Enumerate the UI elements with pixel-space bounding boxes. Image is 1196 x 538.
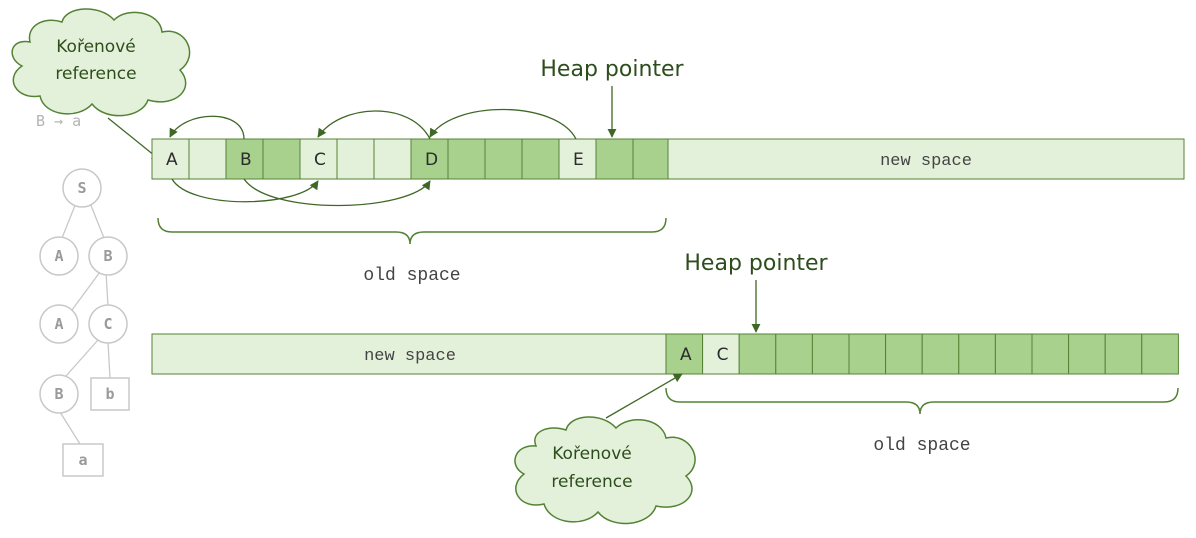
top-old-space-label: old space <box>363 266 460 286</box>
grammar-tree: B → a S A B A C B b a <box>36 112 130 477</box>
tree-node-label: A <box>54 247 63 265</box>
tree-node-label: S <box>77 179 86 197</box>
cloud-text-line: reference <box>55 64 136 84</box>
top-heap-cell <box>262 138 301 180</box>
top-heap-cell-label: B <box>240 150 252 170</box>
root-reference-cloud-top: Kořenové reference <box>11 8 191 117</box>
top-heap-cell-label: D <box>425 150 438 170</box>
cloud-text-line: Kořenové <box>552 444 631 464</box>
bottom-new-space-region <box>151 333 669 375</box>
tree-node-label: C <box>103 315 112 333</box>
top-reference-arcs <box>169 108 577 207</box>
tree-node-circle <box>39 304 79 344</box>
arc-b-to-d <box>243 178 431 207</box>
top-heap-cell <box>558 138 597 180</box>
bottom-heap-cell <box>665 333 704 375</box>
cloud-text-line: Kořenové <box>56 37 135 57</box>
top-heap-cell <box>632 138 671 180</box>
top-heap-cell <box>521 138 560 180</box>
tree-node-label: a <box>78 451 87 469</box>
bottom-new-space-label: new space <box>364 347 456 366</box>
bottom-heap-cell <box>1068 333 1106 375</box>
top-heap-cell-label: E <box>573 150 584 170</box>
top-heap-cell <box>373 138 412 180</box>
root-pointer-arrow-bottom <box>605 373 683 419</box>
tree-node-label: A <box>54 315 63 333</box>
arc-b-to-a <box>169 115 245 140</box>
bottom-heap-cell <box>994 333 1033 375</box>
bottom-heap-cell <box>1141 333 1179 375</box>
top-heap-cells: A B C D E <box>151 138 671 180</box>
arc-a-to-c <box>171 178 319 203</box>
top-heap-cell <box>188 138 227 180</box>
top-heap-cell <box>595 138 634 180</box>
bottom-heap-cell <box>775 333 813 375</box>
tree-rule-text: B → a <box>36 112 81 130</box>
tree-leaf-box <box>90 377 130 411</box>
bottom-heap-cell-label: C <box>717 345 729 365</box>
bottom-heap-cell <box>811 333 850 375</box>
top-heap-cell <box>336 138 375 180</box>
bottom-heap-cell <box>1104 333 1143 375</box>
top-heap-cell <box>299 138 338 180</box>
arc-d-to-c <box>317 110 431 140</box>
tree-node-circle <box>39 374 79 414</box>
tree-node-circle <box>62 168 102 208</box>
bottom-heap-cell <box>1031 333 1070 375</box>
bottom-heap-cell-label: A <box>680 345 692 365</box>
tree-node-circle <box>39 236 79 276</box>
bottom-heap-cell <box>921 333 960 375</box>
top-heap-cell <box>151 138 190 180</box>
bottom-heap-cell <box>848 333 887 375</box>
top-heap-pointer-label: Heap pointer <box>540 57 684 82</box>
top-heap-cell <box>225 138 264 180</box>
bottom-old-space-brace <box>665 387 1179 415</box>
bottom-old-space-label: old space <box>873 436 970 456</box>
bottom-heap-cell <box>885 333 923 375</box>
top-heap-cell-label: A <box>166 150 178 170</box>
bottom-heap-cell <box>702 333 740 375</box>
bottom-heap-cell <box>958 333 996 375</box>
bottom-heap-pointer-label: Heap pointer <box>684 251 828 276</box>
cloud-text-line: reference <box>551 472 632 492</box>
tree-leaf-box <box>62 443 104 477</box>
top-heap-cell <box>447 138 486 180</box>
tree-node-label: b <box>105 385 114 403</box>
top-new-space-label: new space <box>880 152 972 171</box>
tree-node-circle <box>88 304 128 344</box>
tree-node-circle <box>88 236 128 276</box>
tree-node-label: B <box>54 385 63 403</box>
arc-e-to-d <box>429 108 577 140</box>
bottom-heap-cell <box>738 333 777 375</box>
top-old-space-brace <box>157 217 667 245</box>
root-reference-cloud-bottom: Kořenové reference <box>514 416 696 525</box>
root-pointer-arrow-top <box>107 117 161 161</box>
top-heap-cell <box>484 138 523 180</box>
top-new-space-region <box>667 138 1185 180</box>
top-heap-cell-label: C <box>314 150 326 170</box>
tree-node-label: B <box>103 247 112 265</box>
